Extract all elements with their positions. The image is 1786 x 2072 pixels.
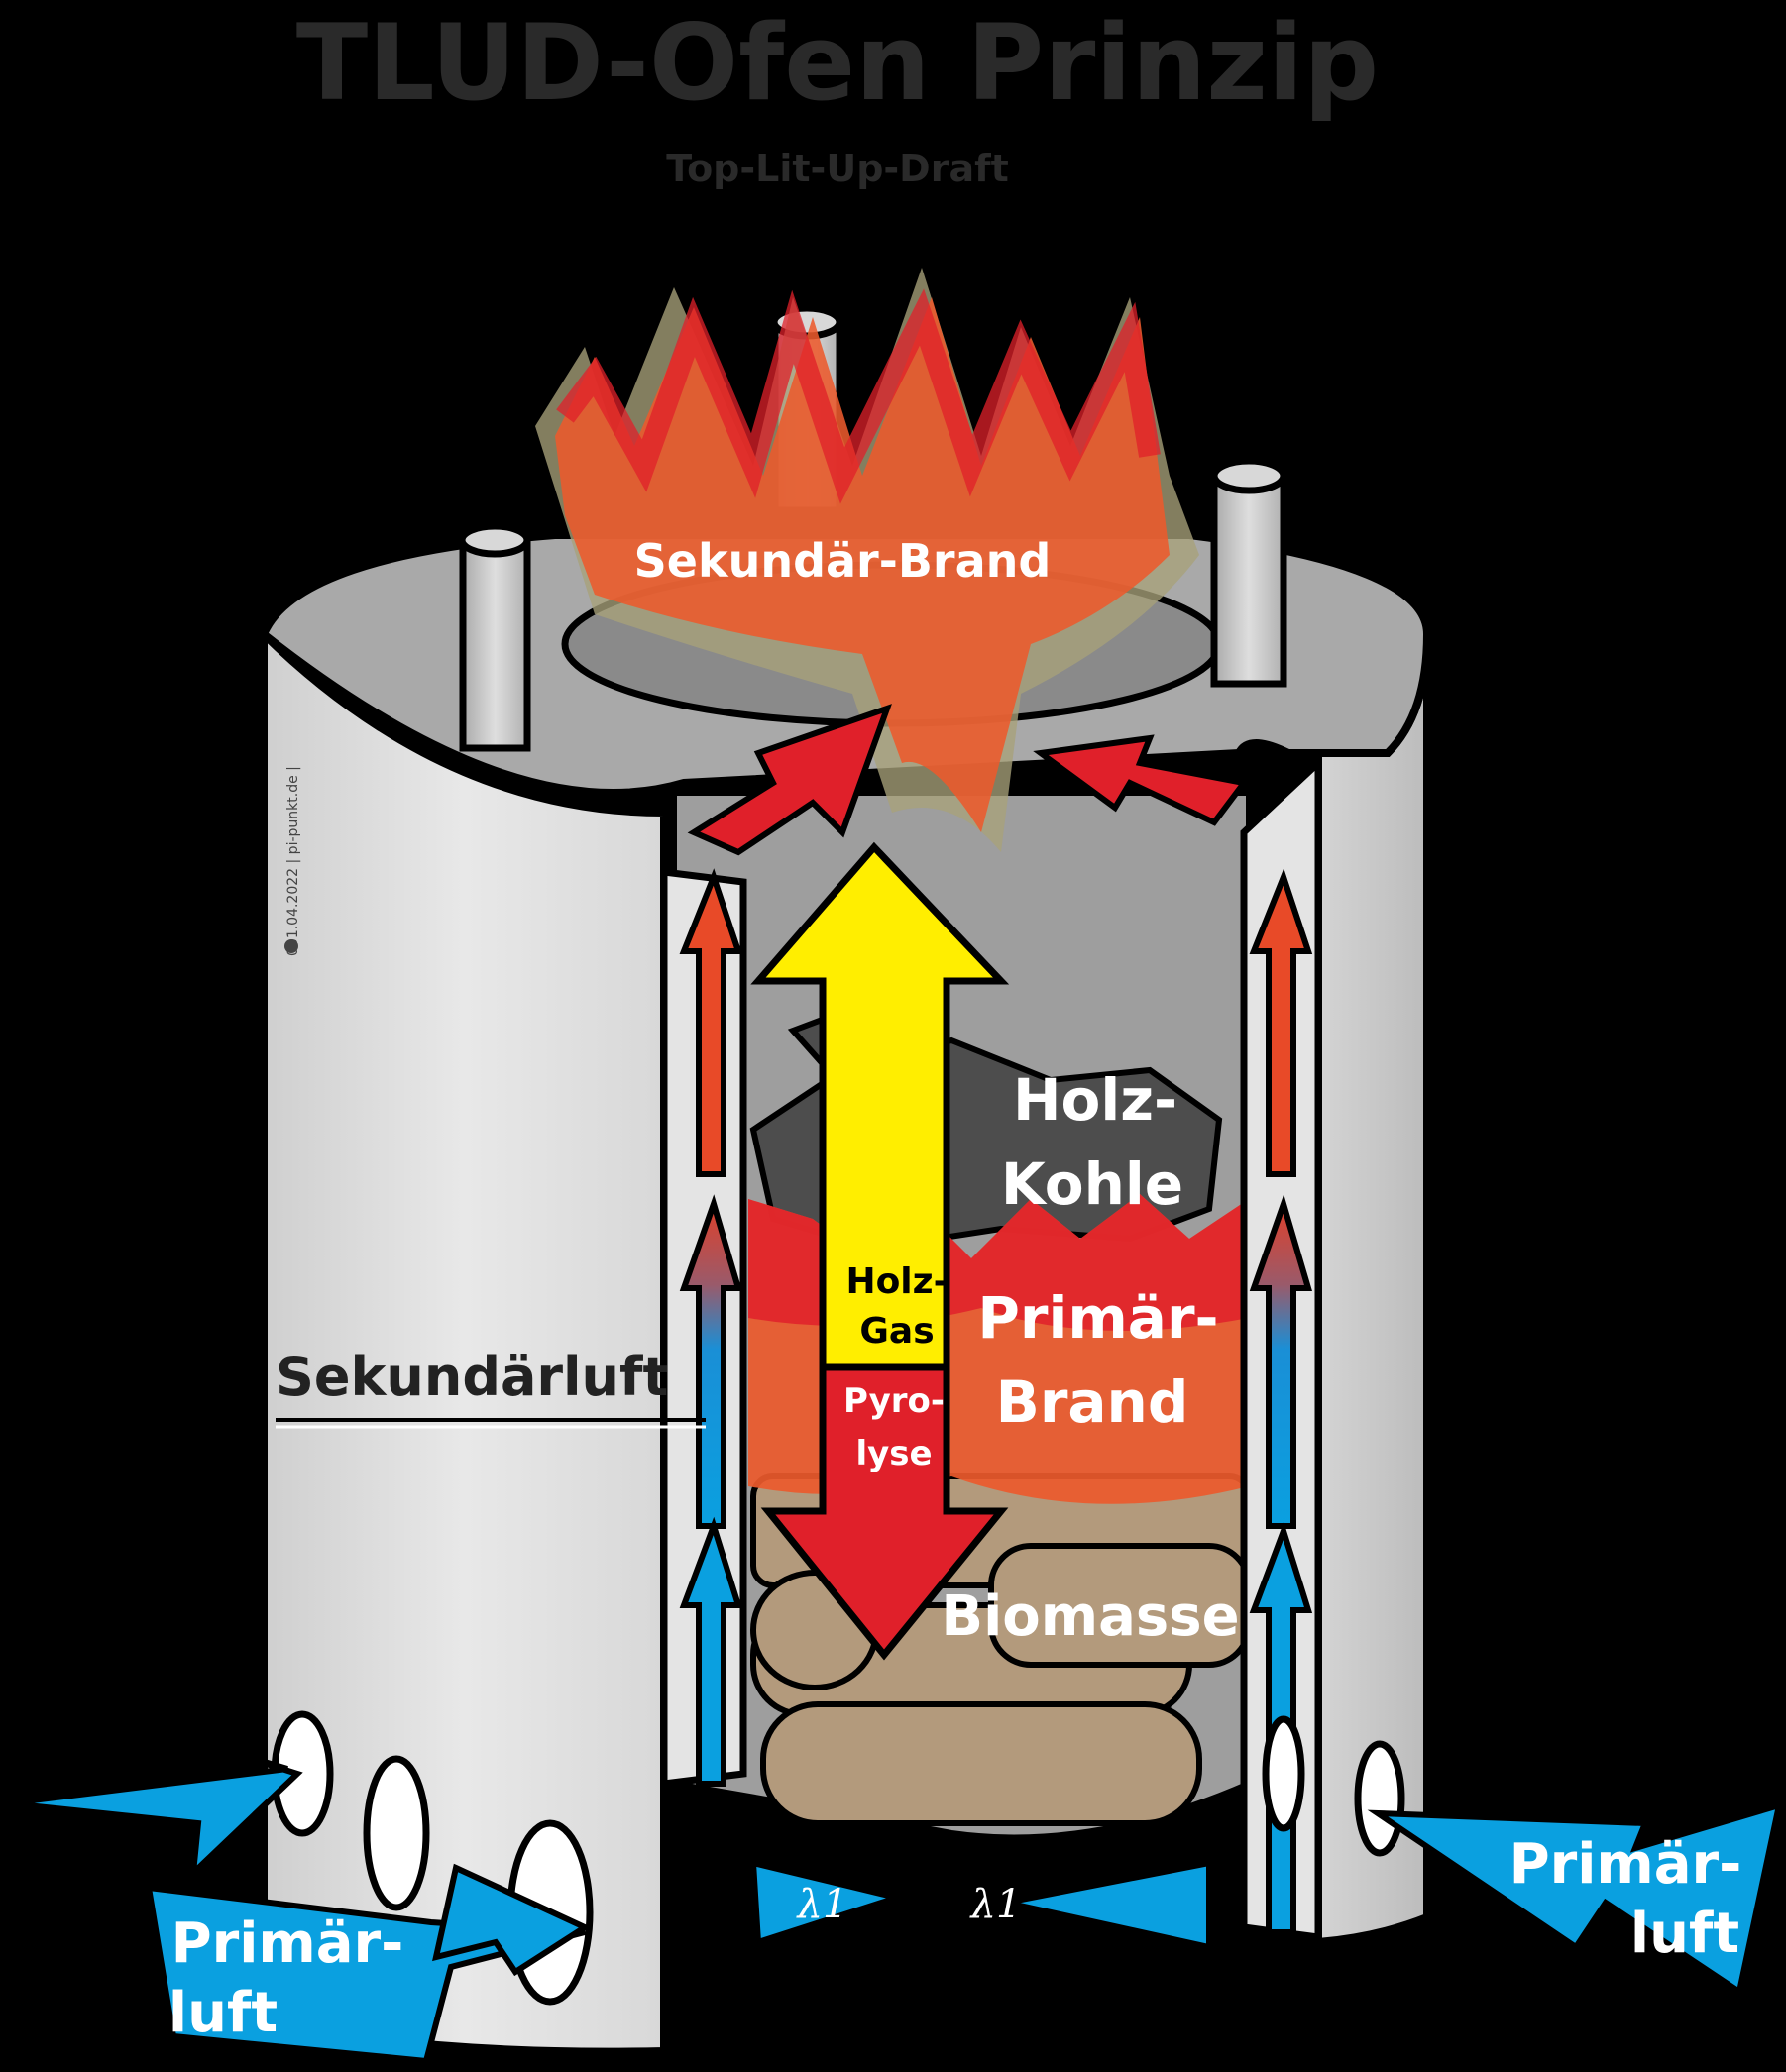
logo-icon [284, 939, 298, 953]
lambda-arrow-left [749, 1859, 909, 1947]
label-lambda-left: λ1 [796, 1882, 848, 1927]
air-channel-arrows-left [679, 868, 743, 1787]
pyrolysis-arrow [760, 1363, 1009, 1661]
secondary-air-arrow-left [687, 704, 892, 856]
primary-air-arrows-left [7, 1736, 592, 2065]
secondary-air-arrow-right [1033, 734, 1250, 826]
air-holes-right [1262, 1715, 1405, 1857]
lambda-arrow-right [1005, 1859, 1212, 1951]
label-lambda-right: λ1 [969, 1882, 1022, 1927]
label-primary-air-right-2: luft [1630, 1902, 1739, 1966]
label-primary-burn-2: Brand [996, 1368, 1189, 1436]
secondary-flame [535, 268, 1199, 852]
label-biomass: Biomasse [941, 1584, 1239, 1649]
label-primary-air-right-1: Primär- [1509, 1832, 1742, 1897]
label-secondary-air: Sekundärluft [276, 1346, 668, 1408]
label-charcoal-1: Holz- [1013, 1066, 1177, 1134]
label-primary-air-left-1: Primär- [171, 1911, 404, 1976]
label-primary-air-left-2: luft [168, 1981, 278, 2045]
credit-text: 001.04.2022 | pi-punkt.de | [285, 766, 301, 956]
label-primary-burn-1: Primär- [977, 1284, 1218, 1352]
label-woodgas-1: Holz- [845, 1261, 948, 1302]
label-charcoal-2: Kohle [1001, 1150, 1183, 1218]
label-woodgas-2: Gas [859, 1311, 934, 1352]
primary-air-arrow-right [1367, 1800, 1783, 1997]
left-shell [259, 624, 668, 2056]
label-pyrolysis-2: lyse [855, 1434, 932, 1473]
page-subtitle: Top-Lit-Up-Draft [666, 147, 1009, 190]
page-title: TLUD-Ofen Prinzip [296, 2, 1379, 124]
label-secondary-burn: Sekundär-Brand [634, 534, 1052, 588]
label-pyrolysis-1: Pyro- [843, 1381, 945, 1421]
